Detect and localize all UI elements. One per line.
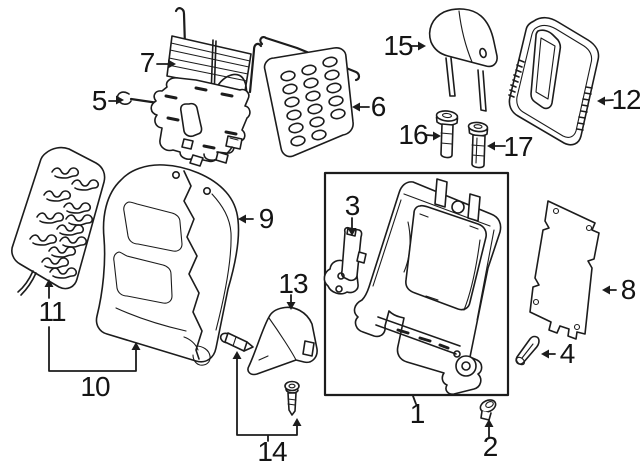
part-13-side-shield bbox=[247, 306, 318, 376]
callout-label-6: 6 bbox=[370, 91, 387, 122]
part-16-bolt bbox=[435, 110, 459, 159]
part-7-frame-panel bbox=[150, 7, 263, 167]
leader-14 bbox=[232, 351, 302, 442]
leader-1 bbox=[412, 395, 417, 405]
part-12-trim-panel bbox=[508, 16, 600, 146]
leader-10 bbox=[48, 326, 141, 372]
leader-3 bbox=[347, 217, 357, 236]
callout-label-1: 1 bbox=[409, 398, 426, 429]
callout-label-12: 12 bbox=[611, 84, 640, 115]
callout-label-5: 5 bbox=[91, 85, 108, 116]
part-11-heater-element bbox=[11, 146, 106, 296]
leader-6 bbox=[352, 102, 370, 112]
callout-label-8: 8 bbox=[620, 274, 637, 305]
leader-12 bbox=[597, 96, 614, 106]
leader-11 bbox=[44, 279, 54, 299]
leader-9 bbox=[238, 214, 254, 224]
part-6-spring-mat bbox=[259, 36, 361, 158]
part-1-box bbox=[323, 171, 510, 397]
part-1-seatback-frame bbox=[353, 178, 502, 395]
leader-15 bbox=[409, 41, 426, 51]
leader-lines bbox=[44, 41, 617, 442]
part-8-back-panel bbox=[529, 200, 600, 340]
callout-label-10: 10 bbox=[80, 371, 110, 402]
callout-label-13: 13 bbox=[278, 268, 308, 299]
part-14-fasteners bbox=[219, 332, 300, 416]
part-3-latch bbox=[323, 226, 367, 295]
leader-2 bbox=[484, 419, 494, 438]
callout-label-2: 2 bbox=[482, 431, 499, 462]
callout-label-9: 9 bbox=[258, 203, 275, 234]
callout-label-14: 14 bbox=[257, 436, 287, 467]
callout-label-15: 15 bbox=[383, 30, 413, 61]
leader-7 bbox=[156, 59, 176, 69]
part-2-screw bbox=[479, 399, 497, 421]
leader-4 bbox=[541, 349, 556, 359]
callout-label-17: 17 bbox=[503, 131, 533, 162]
callout-label-3: 3 bbox=[344, 190, 361, 221]
callout-label-4: 4 bbox=[559, 338, 576, 369]
part-9-10-pad-and-cover bbox=[95, 164, 240, 366]
callout-label-11: 11 bbox=[38, 296, 66, 327]
callout-label-16: 16 bbox=[398, 119, 428, 150]
leader-13 bbox=[286, 294, 296, 310]
part-15-headrest bbox=[428, 8, 498, 112]
part-17-bolt bbox=[467, 121, 489, 169]
leader-17 bbox=[487, 141, 506, 151]
leader-5 bbox=[108, 95, 124, 105]
part-4-guide-clip bbox=[515, 335, 540, 366]
leader-8 bbox=[602, 285, 617, 295]
callout-label-7: 7 bbox=[139, 47, 156, 78]
leader-16 bbox=[425, 131, 441, 141]
